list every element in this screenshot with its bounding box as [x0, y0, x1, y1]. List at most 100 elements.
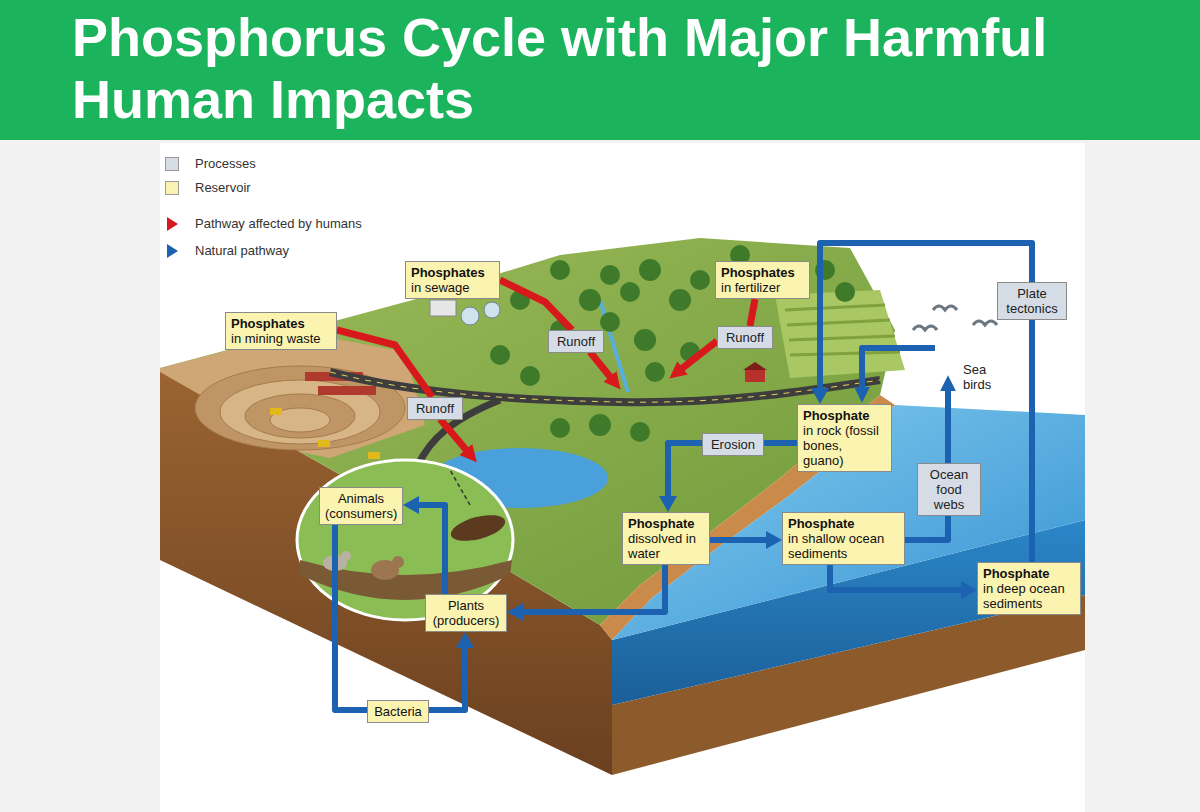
bird — [973, 321, 997, 325]
connector-arrow — [764, 443, 797, 444]
connector-arrow — [830, 565, 977, 599]
tree — [600, 312, 620, 332]
connector-arrowhead — [507, 603, 523, 621]
reservoir-box: Phosphatein shallow ocean sediments — [782, 512, 905, 565]
mine-truck — [318, 440, 330, 447]
mine-truck — [368, 452, 380, 459]
connector-arrow — [750, 299, 755, 326]
tree — [690, 270, 710, 290]
legend-text: Natural pathway — [195, 243, 289, 258]
box-text: Runoff — [554, 334, 598, 349]
box-text: in sewage — [411, 280, 494, 295]
connector-arrow — [811, 243, 1032, 404]
connector-line — [764, 440, 797, 446]
box-heading: Phosphate — [628, 516, 704, 531]
tree — [669, 289, 691, 311]
runoff-arrow — [680, 341, 717, 370]
bird — [913, 326, 937, 330]
sewage-tank — [461, 307, 479, 325]
tree — [579, 289, 601, 311]
reservoir-box: Phosphatesin sewage — [405, 261, 500, 299]
rabbit-head — [392, 556, 404, 568]
box-text: in rock (fossil bones, guano) — [803, 423, 886, 468]
process-box: Ocean food webs — [917, 463, 981, 516]
connector-line — [500, 280, 572, 330]
barn-roof — [743, 362, 767, 370]
box-heading: Phosphate — [788, 516, 899, 531]
box-heading: Phosphates — [411, 265, 494, 280]
reservoir-box: Phosphatein rock (fossil bones, guano) — [797, 404, 892, 472]
legend-item: Reservoir — [165, 180, 251, 196]
connector-arrow — [337, 330, 432, 397]
connector-arrow — [335, 525, 367, 710]
tree — [600, 265, 620, 285]
connector-line — [750, 299, 755, 326]
connector-line — [419, 505, 445, 594]
box-heading: Phosphate — [803, 408, 886, 423]
tree — [630, 422, 650, 442]
birds — [913, 306, 997, 330]
process-box: Runoff — [717, 326, 773, 349]
mine-terrace — [270, 408, 330, 432]
reservoir-box: Phosphatein deep ocean sediments — [977, 562, 1081, 615]
slide-title: Phosphorus Cycle with Major Harmful Huma… — [72, 6, 1132, 130]
connector-line — [830, 565, 961, 590]
legend-item: Processes — [165, 156, 256, 172]
process-box: Runoff — [407, 397, 463, 420]
box-text: Plants (producers) — [431, 598, 501, 628]
illustration-label: Sea birds — [963, 362, 1005, 392]
mine-truck — [270, 408, 282, 415]
connector-line — [668, 443, 702, 496]
process-box: Runoff — [548, 330, 604, 353]
legend-arrow-sample — [166, 216, 180, 232]
box-heading: Phosphates — [231, 316, 331, 331]
connector-line — [337, 330, 432, 397]
runoff-arrow — [590, 352, 612, 379]
reservoir-box: Bacteria — [367, 700, 429, 723]
connector-arrow — [429, 632, 474, 710]
tree — [639, 259, 661, 281]
connector-arrowhead — [811, 388, 829, 404]
connector-line — [710, 537, 766, 543]
reservoir-box: Phosphatesin mining waste — [225, 312, 337, 350]
reservoir-box: Phosphatedissolved in water — [622, 512, 710, 565]
illustration-panel — [160, 143, 1085, 812]
legend-text: Pathway affected by humans — [195, 216, 362, 231]
connector-arrowhead — [456, 632, 474, 648]
connector-arrowhead — [766, 531, 782, 549]
food-web-arrow — [945, 388, 951, 463]
reservoir-box: Animals (consumers) — [319, 487, 403, 525]
tree — [634, 329, 656, 351]
connector-line — [429, 648, 465, 710]
tree — [550, 260, 570, 280]
mine-terrace — [245, 394, 355, 438]
farm-field — [775, 290, 905, 378]
connector-arrow — [507, 565, 665, 621]
connector-line — [335, 525, 367, 710]
legend-text: Processes — [195, 156, 256, 171]
box-text: Runoff — [413, 401, 457, 416]
tree — [620, 282, 640, 302]
connector-arrowhead — [403, 496, 419, 514]
connector-line — [905, 516, 948, 540]
runoff-arrow — [440, 419, 468, 452]
legend-arrow-head — [167, 217, 178, 231]
connector-arrow — [710, 531, 782, 549]
tree — [589, 414, 611, 436]
legend-swatch — [165, 157, 179, 171]
bird — [933, 306, 957, 310]
tree — [490, 345, 510, 365]
tree — [550, 418, 570, 438]
mine-terrace — [220, 380, 380, 444]
otter — [448, 510, 508, 546]
process-box: Plate tectonics — [997, 282, 1067, 320]
legend-text: Reservoir — [195, 180, 251, 195]
process-box: Erosion — [702, 433, 764, 456]
box-text: in mining waste — [231, 331, 331, 346]
connector-arrow — [659, 443, 702, 512]
reservoir-box: Phosphatesin fertilizer — [715, 261, 810, 299]
connector-line — [523, 565, 665, 612]
legend-item: Pathway affected by humans — [165, 216, 362, 232]
box-text: Runoff — [723, 330, 767, 345]
sewage-plant — [430, 300, 456, 316]
